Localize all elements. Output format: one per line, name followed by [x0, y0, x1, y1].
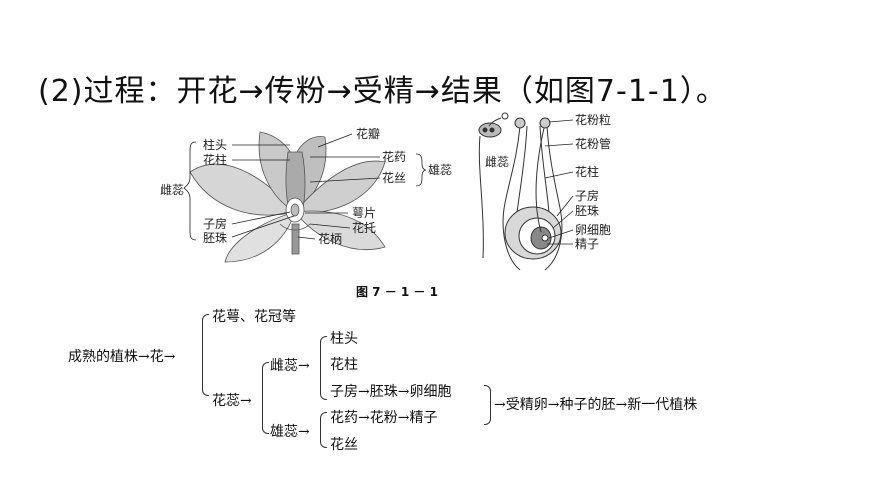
label-stamen: 雄蕊	[428, 162, 452, 177]
flow-calyx-corolla: 花萼、花冠等	[212, 309, 296, 325]
label-ovary: 子房	[203, 216, 227, 231]
leader-receptacle	[309, 223, 351, 229]
label-pistil: 雌蕊	[160, 182, 184, 197]
label-style: 花柱	[203, 152, 227, 167]
brace-flower	[202, 314, 209, 396]
leader-pistil-style	[544, 171, 574, 179]
label-stigma: 柱头	[203, 137, 227, 152]
flow-result: →受精卵→种子的胚→新一代植株	[494, 397, 698, 413]
label-pollen-tube: 花粉管	[575, 136, 611, 151]
flow-anther-chain: 花药→花粉→精子	[330, 410, 438, 426]
flow-core: 花蕊→	[212, 393, 252, 409]
leader-petal	[317, 133, 353, 148]
flow-filament: 花丝	[330, 437, 358, 453]
leader-pistil-ovule	[552, 210, 574, 229]
brace-stamen	[320, 412, 327, 448]
label-pistil-style: 花柱	[575, 164, 599, 179]
brace-pistil	[320, 336, 327, 400]
flow-style: 花柱	[330, 357, 358, 373]
flow-stamen: 雄蕊→	[270, 424, 310, 440]
leader-filament	[309, 177, 381, 183]
label-anther: 花药	[382, 149, 406, 164]
label-sepal: 萼片	[352, 206, 376, 220]
pistil-diagram: 花粉粒 花粉管 花柱 子房 胚珠 卵细胞 精子 雌蕊	[478, 112, 611, 271]
leader-pedicel	[297, 236, 316, 240]
flower-drawing	[189, 131, 386, 263]
label-ovule: 胚珠	[203, 231, 227, 245]
label-pistil-ovule: 胚珠	[575, 204, 599, 218]
brace-core	[262, 362, 269, 434]
label-filament: 花丝	[382, 170, 406, 185]
flow-stigma: 柱头	[330, 331, 358, 347]
leader-pollen-grain	[548, 119, 574, 123]
flow-pistil: 雌蕊→	[270, 358, 310, 374]
leader-pistil-ovary	[556, 195, 574, 217]
leader-pollen-tube	[544, 143, 574, 147]
flow-ovary-chain: 子房→胚珠→卵细胞	[330, 384, 452, 400]
label-pollen-grain: 花粉粒	[575, 112, 611, 127]
label-pistil-inner: 雌蕊	[485, 154, 509, 169]
label-petal: 花瓣	[356, 126, 380, 141]
pistil-drawing	[478, 112, 563, 271]
leader-ovule	[231, 215, 295, 238]
flower-diagram: 柱头 花柱 雌蕊 子房 胚珠 花瓣 花药 花丝 雄蕊 萼片 花托 花柄	[160, 126, 452, 263]
pistil-brace	[183, 141, 197, 241]
leader-egg	[548, 229, 574, 239]
flow-root: 成熟的植株→花→	[68, 349, 176, 365]
label-receptacle: 花托	[352, 220, 376, 235]
label-egg: 卵细胞	[575, 223, 611, 237]
label-sperm: 精子	[575, 237, 599, 251]
page-heading: (2)过程：开花→传粉→受精→结果（如图7-1-1）。	[38, 74, 727, 109]
leader-ovary	[231, 211, 291, 225]
figure-caption: 图 7 － 1 － 1	[356, 285, 438, 299]
label-pedicel: 花柄	[318, 231, 342, 246]
label-pistil-ovary: 子房	[575, 188, 599, 203]
brace-fertilization	[484, 385, 491, 425]
stamen-brace	[415, 153, 427, 187]
